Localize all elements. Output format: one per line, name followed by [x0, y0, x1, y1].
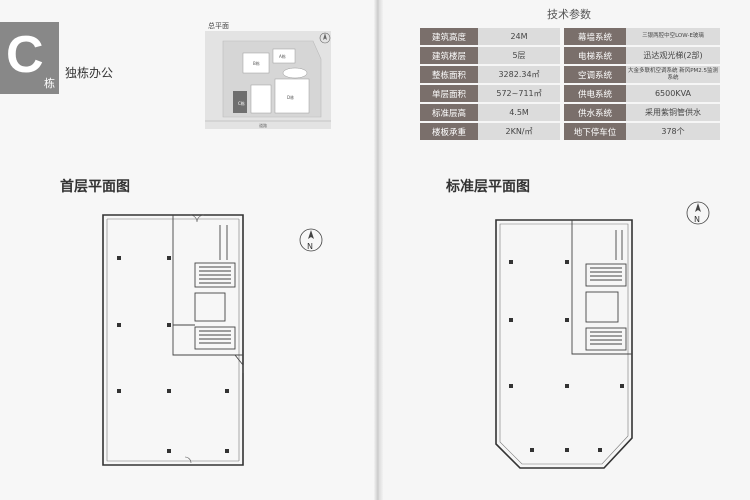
- roundabout: [282, 67, 308, 79]
- svg-text:N: N: [307, 242, 313, 251]
- spec-label: 电梯系统: [564, 46, 626, 66]
- compass-north-icon: N: [299, 228, 323, 252]
- spec-label: 供电系统: [564, 84, 626, 104]
- spec-label: 建筑楼层: [420, 46, 478, 66]
- spec-label: 单层面积: [420, 84, 478, 104]
- spec-value: 2KN/㎡: [478, 122, 560, 142]
- building-x-shape: [250, 84, 272, 114]
- standard-window-line: [499, 223, 629, 465]
- spec-value: 三银两腔中空LOW-E玻璃: [626, 28, 720, 47]
- standard-outer-wall: [495, 219, 633, 469]
- book-spine: [374, 0, 383, 500]
- spec-value: 572~711㎡: [478, 84, 560, 104]
- spec-value: 4.5M: [478, 103, 560, 123]
- spec-table: 建筑高度 24M 幕墙系统 三银两腔中空LOW-E玻璃 建筑楼层 5层 电梯系统…: [420, 28, 720, 142]
- spec-value: 6500KVA: [626, 84, 720, 104]
- spec-row: 单层面积 572~711㎡ 供电系统 6500KVA: [420, 84, 720, 104]
- ground-core: [172, 215, 244, 373]
- ground-floor-title: 首层平面图: [60, 179, 130, 195]
- building-c-shape: [233, 91, 247, 113]
- spec-label: 建筑高度: [420, 28, 478, 47]
- spec-row: 标准层高 4.5M 供水系统 采用紫铜管供水: [420, 103, 720, 123]
- spec-value: 24M: [478, 28, 560, 47]
- site-label-b: B栋: [253, 60, 260, 66]
- spec-value: 大金多联机空调系统 新风PM2.5监测系统: [626, 65, 720, 85]
- spec-label: 标准层高: [420, 103, 478, 123]
- standard-floor-plan: [495, 219, 633, 469]
- building-a-shape: [272, 48, 296, 64]
- ground-doors: [184, 214, 205, 464]
- spec-label: 楼板承重: [420, 122, 478, 142]
- spec-label: 供水系统: [564, 103, 626, 123]
- compass-north-icon: N: [686, 201, 710, 225]
- building-title: 独栋办公: [65, 66, 114, 80]
- spec-value: 迅达观光梯(2部): [626, 46, 720, 66]
- site-label-c: C栋: [238, 100, 245, 106]
- site-label-a: A栋: [279, 53, 286, 59]
- spec-label: 整栋面积: [420, 65, 478, 85]
- spec-row: 建筑高度 24M 幕墙系统 三银两腔中空LOW-E玻璃: [420, 28, 720, 47]
- spec-title: 技术参数: [547, 8, 591, 21]
- ground-columns: [117, 256, 229, 453]
- standard-columns: [509, 260, 624, 452]
- building-letter: C: [6, 26, 44, 84]
- spec-value: 378个: [626, 122, 720, 142]
- site-plan-title: 总平面: [208, 22, 229, 30]
- spec-label: 空调系统: [564, 65, 626, 85]
- building-letter-badge: C 栋: [0, 22, 59, 94]
- standard-core: [571, 220, 632, 355]
- site-label-d: D栋: [287, 94, 294, 100]
- spec-value: 3282.34㎡: [478, 65, 560, 85]
- building-letter-sub: 栋: [44, 77, 55, 90]
- spec-label: 地下停车位: [564, 122, 626, 142]
- site-road-label: 道路: [259, 122, 267, 128]
- spec-value: 采用紫铜管供水: [626, 103, 720, 123]
- building-b-shape: [242, 52, 270, 74]
- ground-outer-wall: [102, 214, 244, 466]
- spec-label: 幕墙系统: [564, 28, 626, 47]
- spec-value: 5层: [478, 46, 560, 66]
- building-d-shape: [274, 78, 310, 114]
- svg-text:N: N: [694, 215, 700, 224]
- spec-row: 建筑楼层 5层 电梯系统 迅达观光梯(2部): [420, 46, 720, 66]
- spec-row: 整栋面积 3282.34㎡ 空调系统 大金多联机空调系统 新风PM2.5监测系统: [420, 65, 720, 85]
- ground-floor-plan: [102, 214, 244, 466]
- spec-row: 楼板承重 2KN/㎡ 地下停车位 378个: [420, 122, 720, 142]
- site-plan-map: C栋 B栋 A栋 D栋 道路: [205, 31, 331, 129]
- standard-floor-title: 标准层平面图: [446, 179, 530, 195]
